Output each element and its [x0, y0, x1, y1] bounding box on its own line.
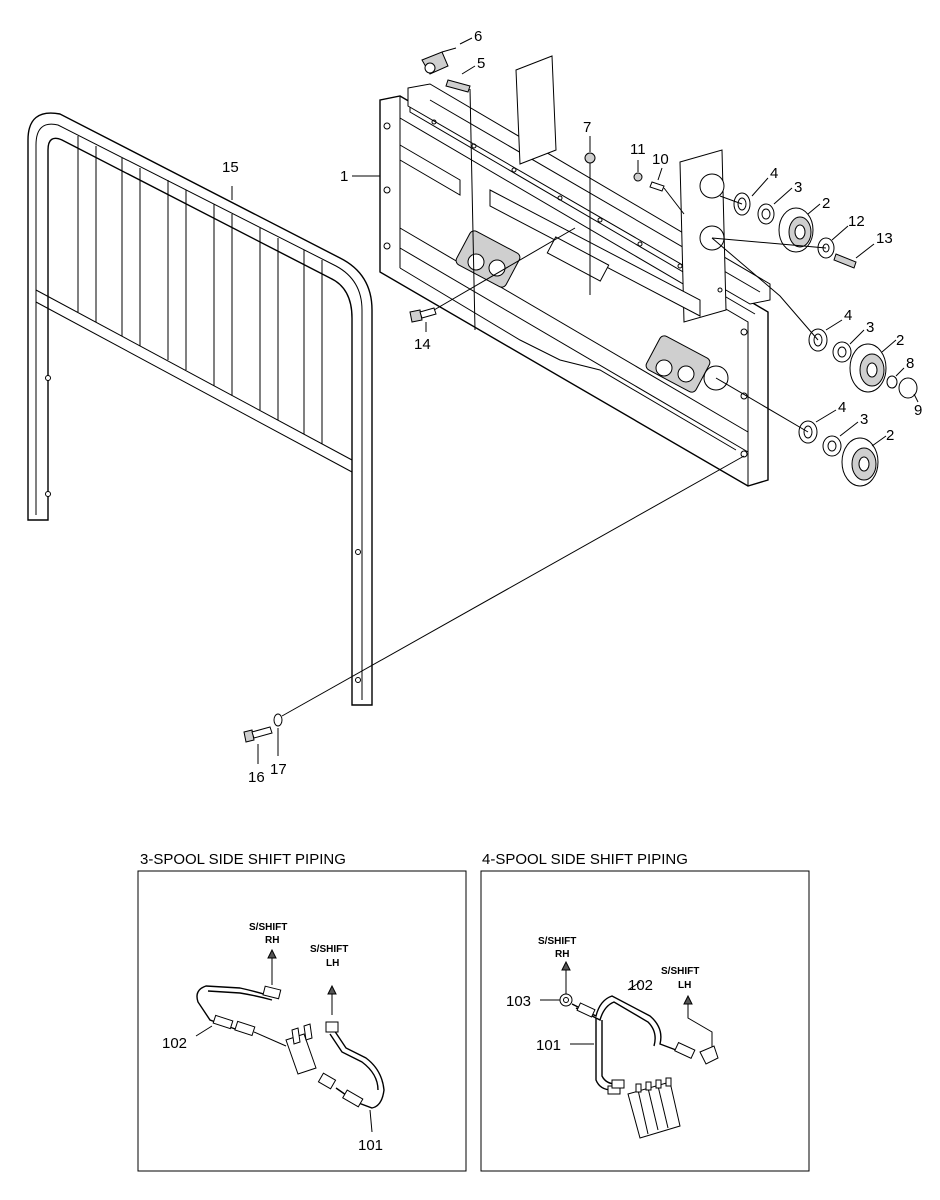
callout-labels: 1 6 5 7 11 10 4 3 2 12 13 4 3 2 8 9 4 3 — [222, 28, 922, 786]
callout-5: 5 — [477, 55, 485, 72]
callout-12: 12 — [848, 213, 865, 230]
four-spool-lh-line1: S/SHIFT — [661, 966, 699, 977]
four-spool-callout-103: 103 — [506, 993, 531, 1010]
carriage-frame — [379, 55, 771, 487]
three-spool-rh-line2: RH — [265, 935, 279, 946]
three-spool-title: 3-SPOOL SIDE SHIFT PIPING — [140, 851, 346, 868]
four-spool-rh-line2: RH — [555, 949, 569, 960]
four-spool-callout-101: 101 — [536, 1037, 561, 1054]
callout-6: 6 — [474, 28, 482, 45]
callout-4a: 4 — [770, 165, 778, 182]
callout-1: 1 — [340, 168, 348, 185]
callout-2c: 2 — [886, 427, 894, 444]
callout-15: 15 — [222, 159, 239, 176]
callout-17: 17 — [270, 761, 287, 778]
three-spool-rh-line1: S/SHIFT — [249, 922, 287, 933]
three-spool-callout-101: 101 — [358, 1137, 383, 1154]
callout-7: 7 — [583, 119, 591, 136]
callout-3c: 3 — [860, 411, 868, 428]
callout-2b: 2 — [896, 332, 904, 349]
callout-14: 14 — [414, 336, 431, 353]
callout-11: 11 — [630, 141, 646, 158]
three-spool-panel: 3-SPOOL SIDE SHIFT PIPING S/SHIFT RH S/S… — [137, 851, 467, 1172]
callout-16: 16 — [248, 769, 265, 786]
callout-3b: 3 — [866, 319, 874, 336]
callout-2a: 2 — [822, 195, 830, 212]
callout-4c: 4 — [838, 399, 846, 416]
three-spool-lh-line1: S/SHIFT — [310, 944, 348, 955]
four-spool-rh-line1: S/SHIFT — [538, 936, 576, 947]
callout-8: 8 — [906, 355, 914, 372]
four-spool-panel: 4-SPOOL SIDE SHIFT PIPING S/SHIFT RH S/S… — [480, 851, 810, 1172]
load-backrest — [27, 112, 373, 706]
three-spool-lh-line2: LH — [326, 958, 339, 969]
callout-9: 9 — [914, 402, 922, 419]
callout-3a: 3 — [794, 179, 802, 196]
three-spool-callout-102: 102 — [162, 1035, 187, 1052]
four-spool-lh-line2: LH — [678, 980, 691, 991]
hardware-parts — [243, 47, 918, 743]
callout-4b: 4 — [844, 307, 852, 324]
four-spool-callout-102: 102 — [628, 977, 653, 994]
callout-13: 13 — [876, 230, 893, 247]
callout-10: 10 — [652, 151, 669, 168]
four-spool-title: 4-SPOOL SIDE SHIFT PIPING — [482, 851, 688, 868]
